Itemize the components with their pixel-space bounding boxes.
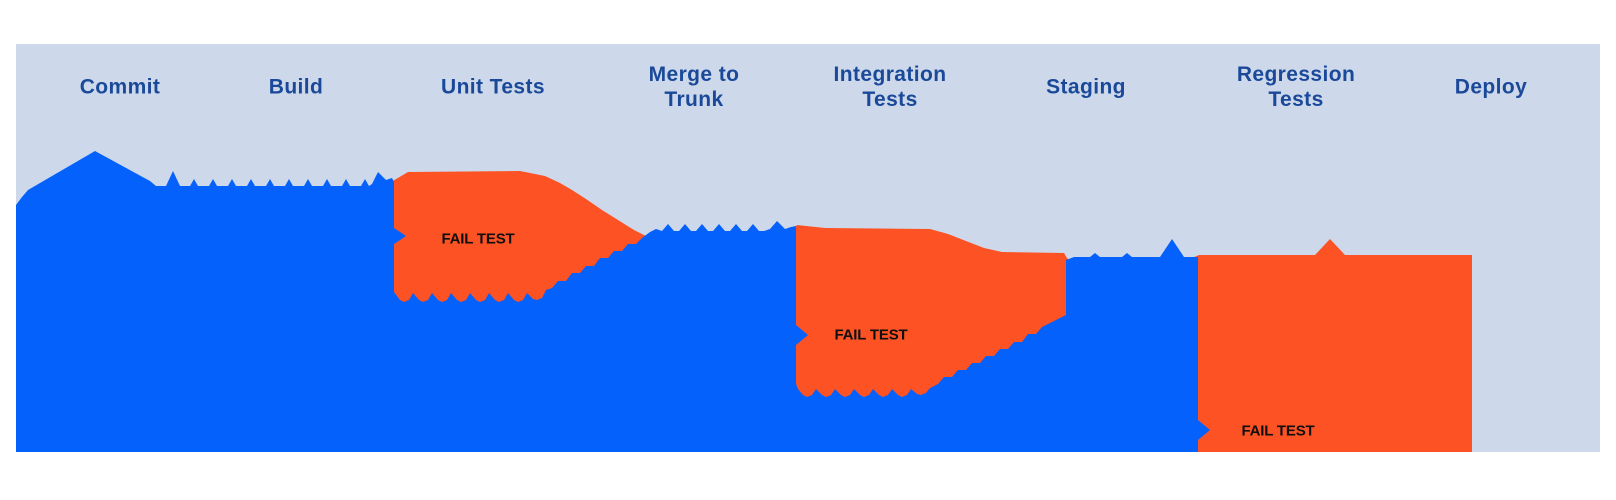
fail-blob-regression-tests [1192, 239, 1472, 452]
stage-label-staging: Staging [1046, 75, 1126, 99]
stage-label-deploy: Deploy [1454, 75, 1528, 99]
fail-test-label-integration-tests: FAIL TEST [834, 326, 908, 344]
fail-test-label-unit-tests: FAIL TEST [441, 230, 515, 248]
stage-label-build: Build [268, 75, 324, 99]
stage-label-commit: Commit [79, 75, 161, 99]
fail-test-label-regression-tests: FAIL TEST [1241, 422, 1315, 440]
stage-label-regression-tests: Regression Tests [1236, 63, 1356, 111]
stage-label-unit-tests: Unit Tests [441, 75, 545, 99]
stage-label-merge-to-trunk: Merge to Trunk [648, 63, 740, 111]
build-stream-shape [16, 151, 1210, 452]
stage-label-integration-tests: Integration Tests [833, 63, 947, 111]
